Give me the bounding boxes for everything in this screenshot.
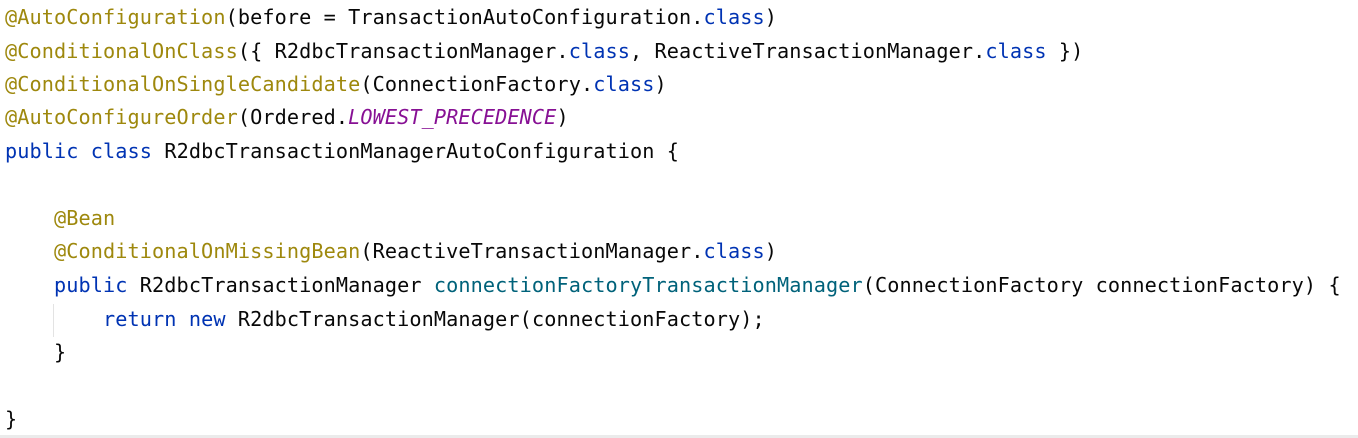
keyword-token: class [593, 72, 655, 96]
code-line[interactable]: public class R2dbcTransactionManagerAuto… [5, 135, 679, 168]
code-line[interactable]: @ConditionalOnMissingBean(ReactiveTransa… [5, 235, 777, 268]
keyword-token: class [703, 239, 765, 263]
keyword-token: class [568, 39, 630, 63]
indent-guide [53, 304, 54, 337]
code-line[interactable]: } [5, 403, 17, 436]
code-line[interactable]: } [5, 336, 66, 369]
code-token: R2dbcTransactionManager [127, 273, 434, 297]
code-line[interactable]: @ConditionalOnSingleCandidate(Connection… [5, 68, 667, 101]
code-token: ) [556, 105, 569, 129]
code-token: ({ R2dbcTransactionManager. [237, 39, 569, 63]
code-token: ) [764, 239, 778, 263]
code-line[interactable]: @AutoConfiguration(before = TransactionA… [5, 1, 777, 34]
annotation-token: @ConditionalOnClass [5, 39, 238, 63]
code-token: , ReactiveTransactionManager. [629, 39, 986, 63]
code-line[interactable]: @ConditionalOnClass({ R2dbcTransactionMa… [5, 35, 1083, 68]
code-line[interactable]: return new R2dbcTransactionManager(conne… [5, 303, 765, 336]
code-token: ) [764, 5, 778, 29]
code-token: (ConnectionFactory. [360, 72, 594, 96]
code-line[interactable]: public R2dbcTransactionManager connectio… [5, 269, 1341, 302]
code-token: (before = TransactionAutoConfiguration. [225, 5, 704, 29]
annotation-token: @ConditionalOnMissingBean [54, 239, 361, 263]
keyword-token: public [5, 139, 79, 163]
code-token: }) [1046, 39, 1084, 63]
code-token [5, 273, 54, 297]
keyword-token: public [54, 273, 128, 297]
method-name-token: connectionFactoryTransactionManager [433, 273, 863, 297]
code-token: R2dbcTransactionManagerAutoConfiguration… [152, 139, 679, 163]
code-line[interactable]: @Bean [5, 202, 115, 235]
code-line[interactable]: @AutoConfigureOrder(Ordered.LOWEST_PRECE… [5, 101, 569, 134]
keyword-token: class [703, 5, 765, 29]
code-token [5, 239, 54, 263]
annotation-token: @AutoConfiguration [5, 5, 226, 29]
keyword-token: new [188, 307, 226, 331]
keyword-token: class [90, 139, 153, 163]
code-token: } [5, 407, 18, 431]
code-token: ) [654, 72, 667, 96]
keyword-token: return [103, 307, 177, 331]
code-token [177, 307, 189, 331]
code-token: R2dbcTransactionManager(connectionFactor… [225, 307, 765, 331]
code-token: } [5, 340, 67, 364]
editor-bottom-border [0, 435, 1358, 438]
keyword-token: class [985, 39, 1047, 63]
code-token [79, 139, 91, 163]
code-token [5, 206, 54, 230]
code-token: (ConnectionFactory connectionFactory) { [862, 273, 1341, 297]
annotation-token: @AutoConfigureOrder [5, 105, 238, 129]
code-token: (Ordered. [237, 105, 349, 129]
code-token [5, 307, 103, 331]
annotation-token: @Bean [54, 206, 116, 230]
code-token: (ReactiveTransactionManager. [360, 239, 704, 263]
constant-token: LOWEST_PRECEDENCE [348, 105, 557, 129]
annotation-token: @ConditionalOnSingleCandidate [5, 72, 361, 96]
